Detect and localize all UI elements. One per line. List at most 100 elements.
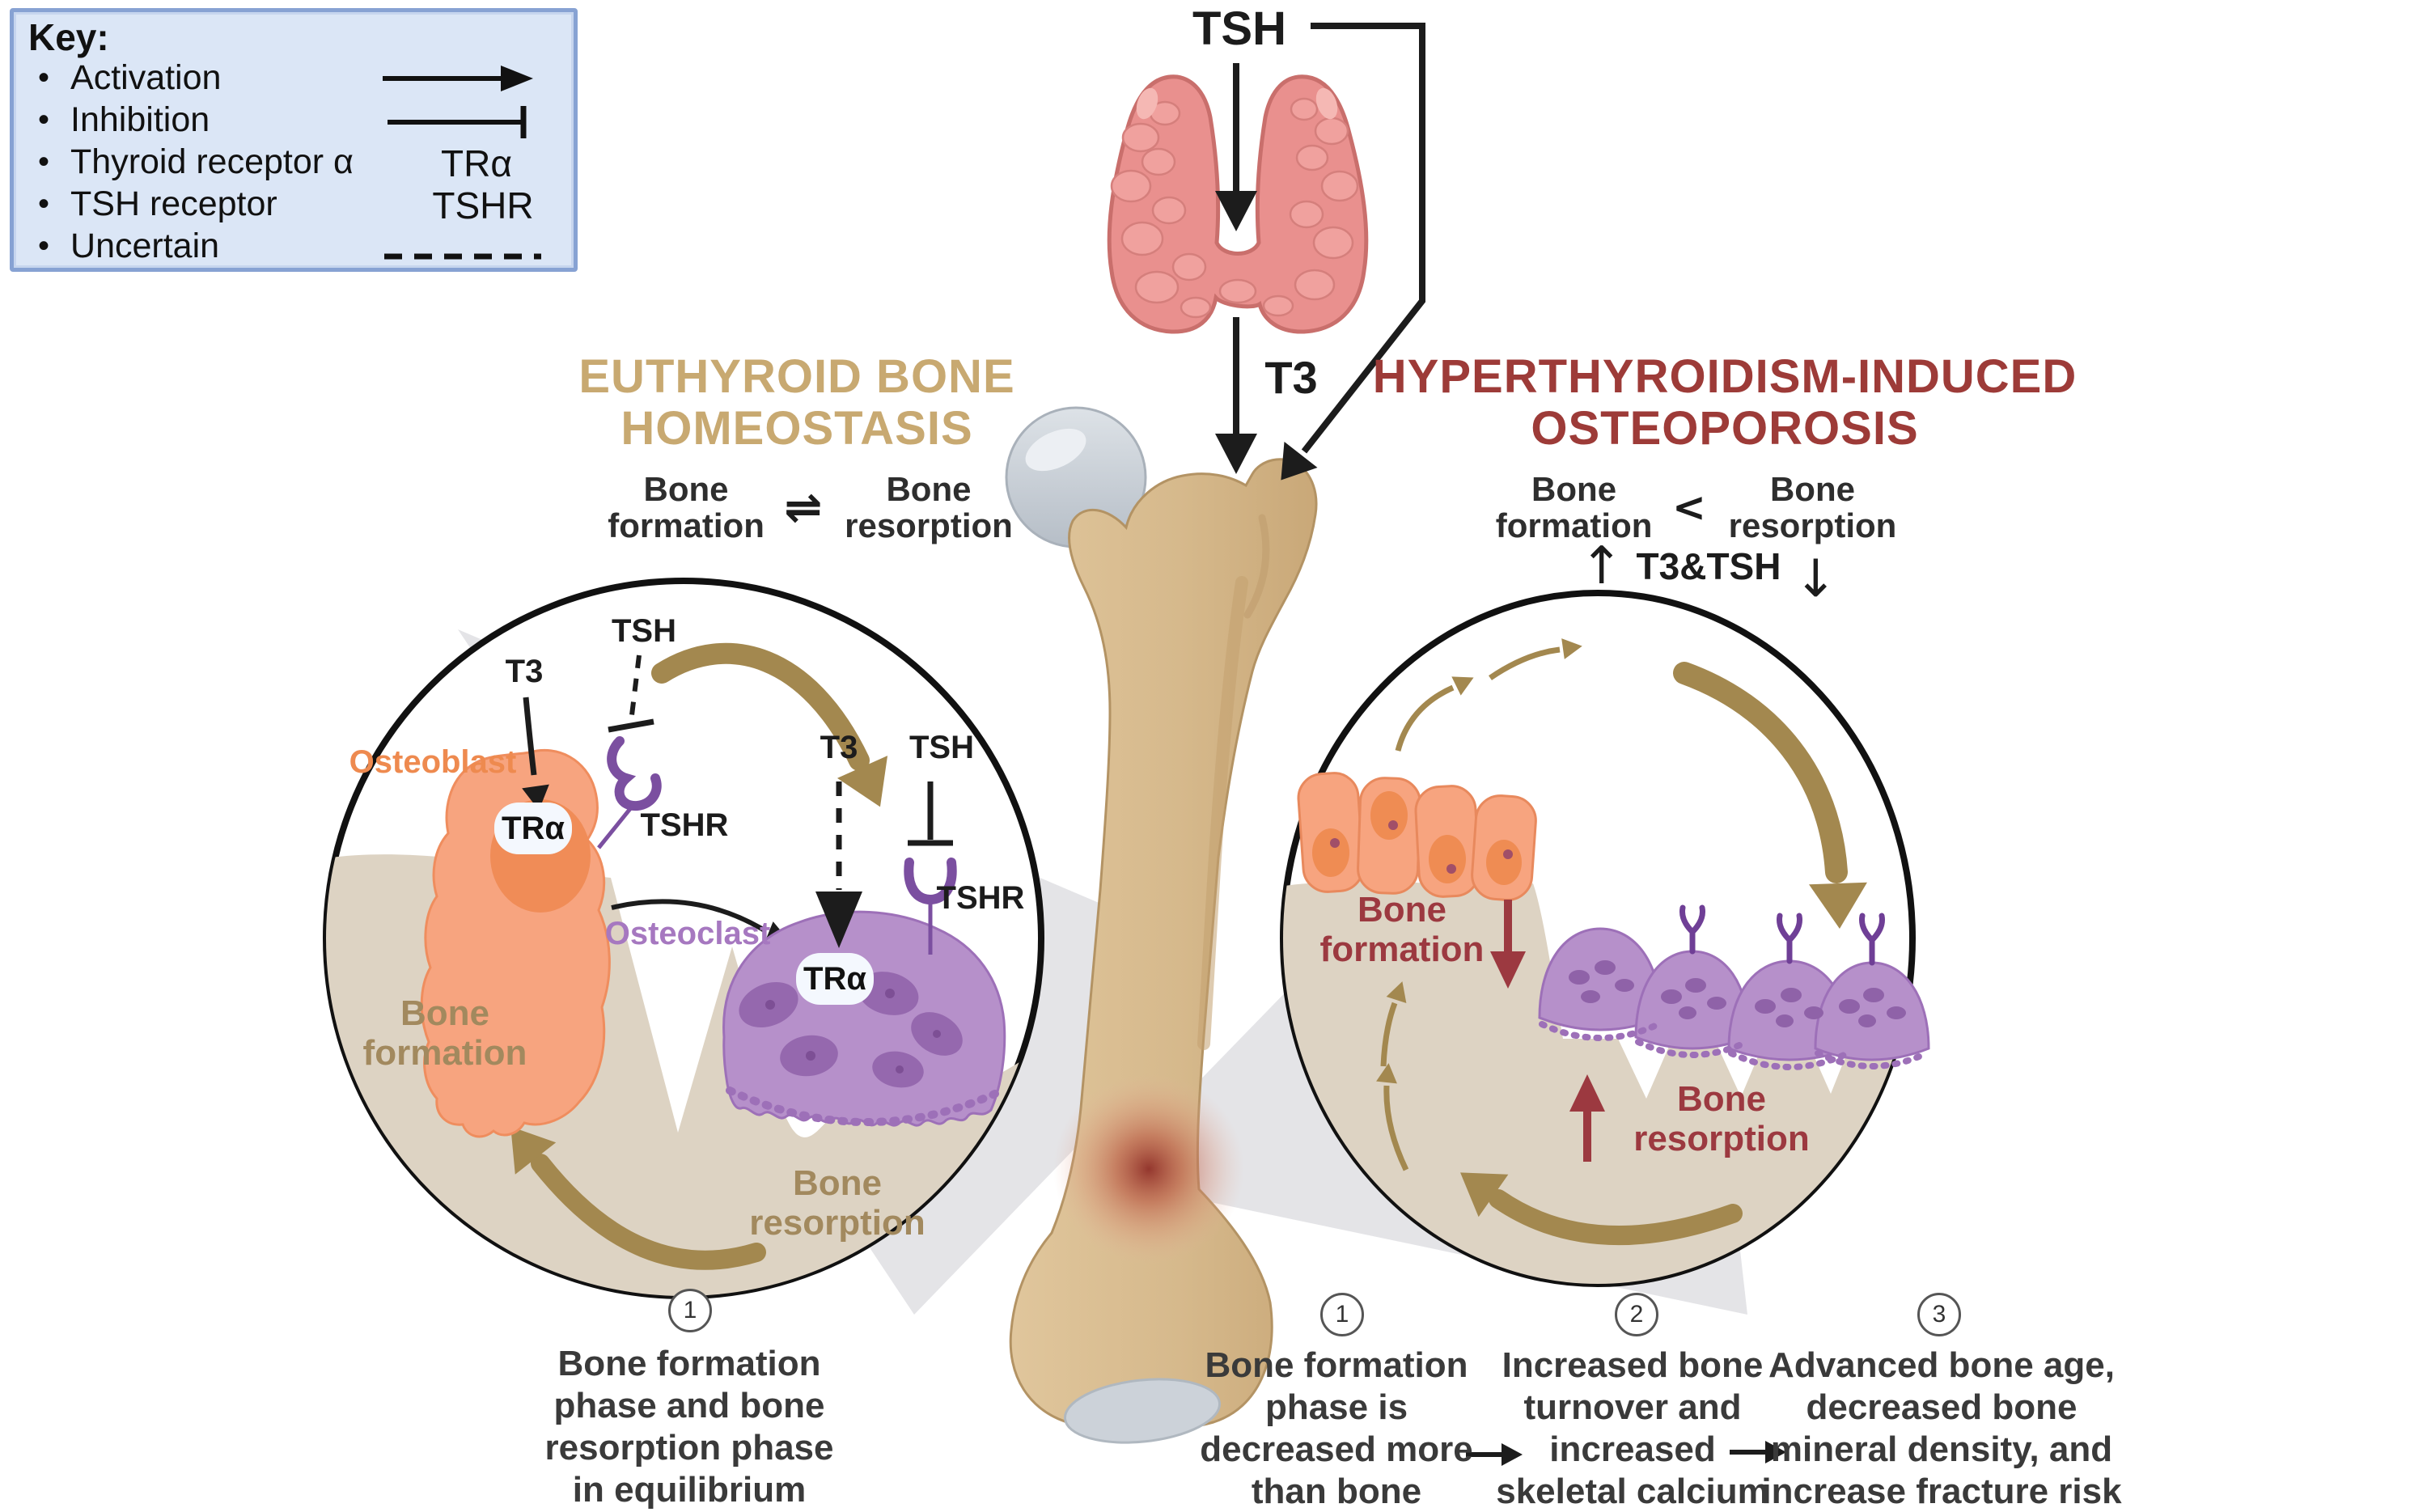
bullet-icon: • bbox=[38, 143, 50, 180]
condyle-cartilage bbox=[1063, 1378, 1222, 1444]
legend-title: Key: bbox=[28, 16, 109, 58]
bullet-icon: • bbox=[38, 185, 50, 222]
decrease-arrow-icon bbox=[1490, 900, 1526, 989]
bone-matrix-right bbox=[1283, 881, 1912, 1284]
bottom-cycle-arrowhead bbox=[1460, 1172, 1509, 1218]
tra-osteoclast-bubble: TRα bbox=[796, 953, 874, 1005]
osteoporosis-glow bbox=[1053, 1074, 1244, 1264]
right-title-line2: OSTEOPOROSIS bbox=[1531, 402, 1919, 455]
trochanter-ridge bbox=[1243, 514, 1270, 619]
t3-to-bone-arrow bbox=[1215, 317, 1257, 474]
legend-item-label: TSH receptor bbox=[70, 184, 277, 223]
legend-item-label: Inhibition bbox=[70, 100, 210, 139]
tshr-receptor-icons bbox=[1679, 904, 1885, 966]
tsh-osteoblast-label: TSH bbox=[612, 613, 676, 649]
bone-formation-label: Bone formation bbox=[1319, 890, 1485, 970]
tsh-osteoblast-inhibition-bar bbox=[608, 718, 654, 733]
formation-to-resorption-arrowhead bbox=[837, 756, 888, 807]
femur-shading bbox=[1197, 576, 1248, 1050]
equation-right-term: Bone resorption bbox=[845, 470, 1013, 545]
step-text: Advanced bone age, decreased bone minera… bbox=[1761, 1345, 2122, 1511]
formation-to-resorption-arrow bbox=[651, 642, 870, 771]
legend-item-tsh-receptor: • TSH receptor bbox=[38, 182, 277, 226]
step-number: 2 bbox=[1615, 1293, 1658, 1336]
down-arrow-icon: ↓ bbox=[1794, 549, 1838, 609]
osteoclast-label: Osteoclast bbox=[604, 916, 771, 951]
slowed-cycle-arrowheads bbox=[1376, 638, 1582, 1084]
bone-resorption-label: Bone resorption bbox=[1633, 1079, 1810, 1159]
right-equation: Bone formation < Bone resorption bbox=[1487, 471, 1908, 544]
step-connector-arrows bbox=[1466, 1441, 1786, 1466]
legend-item-inhibition: • Inhibition bbox=[38, 98, 210, 142]
step-text: Bone formation phase and bone resorption… bbox=[544, 1344, 834, 1510]
osteoclast-fringe bbox=[726, 1086, 999, 1127]
osteoclast-row bbox=[1538, 904, 1930, 1070]
bone-formation-label: Bone formation bbox=[362, 993, 527, 1074]
resorption-to-formation-arrowhead bbox=[510, 1126, 557, 1175]
tsh-into-thyroid-arrow bbox=[1215, 63, 1257, 231]
femur-illustration bbox=[1005, 406, 1318, 1444]
bone-resorption-label: Bone resorption bbox=[749, 1163, 925, 1243]
left-title-line1: EUTHYROID BONE bbox=[578, 350, 1015, 403]
hormone-change-row: ↑ T3&TSH ↓ bbox=[1579, 536, 1837, 605]
less-than-operator: < bbox=[1672, 484, 1706, 532]
inhibition-bar-icon bbox=[388, 106, 527, 138]
up-arrow-icon: ↑ bbox=[1579, 536, 1624, 596]
equation-right-term: Bone resorption bbox=[1728, 470, 1897, 545]
legend-item-activation: • Activation bbox=[38, 56, 221, 100]
resorption-to-formation-arrow bbox=[531, 1154, 766, 1270]
bottom-cycle-arrow bbox=[1489, 1189, 1743, 1246]
equation-left-term: Bone formation bbox=[608, 470, 765, 545]
step-text: Bone formation phase is decreased more t… bbox=[1200, 1345, 1473, 1511]
tsh-osteoclast-label: TSH bbox=[909, 730, 974, 765]
step-number: 1 bbox=[668, 1289, 712, 1332]
t3-osteoblast-arrow bbox=[523, 697, 537, 776]
legend-item-uncertain: • Uncertain bbox=[38, 224, 219, 268]
increased-turnover-arrowhead bbox=[1809, 882, 1867, 929]
tsh-osteoblast-dashed-line bbox=[629, 654, 642, 716]
tsh-to-bone-elbow-arrow bbox=[1281, 23, 1425, 481]
osteoblast-to-osteoclast-arrow bbox=[611, 899, 766, 933]
left-equation: Bone formation ⇌ Bone resorption bbox=[599, 471, 1024, 544]
bullet-icon: • bbox=[38, 101, 50, 138]
t3-osteoclast-arrowhead bbox=[815, 892, 862, 948]
t3-osteoblast-label: T3 bbox=[505, 654, 544, 689]
t3-osteoblast-arrowhead bbox=[522, 784, 549, 811]
legend-item-thyroid-receptor: • Thyroid receptor α bbox=[38, 140, 354, 184]
slowed-cycle-arrows bbox=[1380, 646, 1561, 1171]
step-text: Increased bone turnover and increased sk… bbox=[1496, 1345, 1769, 1511]
osteoblast-row bbox=[1297, 772, 1537, 901]
dashed-line-icon bbox=[384, 253, 541, 260]
tshr-osteoblast-stem bbox=[597, 804, 634, 849]
arrow-right-icon bbox=[1466, 1443, 1523, 1466]
equation-left-term: Bone formation bbox=[1495, 470, 1653, 545]
activation-arrow-icon bbox=[383, 66, 533, 91]
legend-item-label: Uncertain bbox=[70, 226, 220, 265]
left-title-line2: HOMEOSTASIS bbox=[621, 402, 973, 455]
hyperthyroid-circle bbox=[1280, 590, 1930, 1287]
osteoblast-label: Osteoblast bbox=[349, 744, 517, 780]
femoral-head-highlight bbox=[1025, 428, 1086, 472]
legend: Key: • Activation • Inhibition • Thyroid… bbox=[10, 8, 578, 272]
tshr-osteoblast-label: TSHR bbox=[640, 807, 729, 843]
thyroid-illustration bbox=[1107, 74, 1369, 334]
t3-label: T3 bbox=[1264, 352, 1318, 403]
increased-turnover-arrow bbox=[1673, 662, 1848, 883]
euthyroid-circle bbox=[323, 578, 1044, 1299]
right-title-line1: HYPERTHYROIDISM-INDUCED bbox=[1372, 350, 2078, 403]
t3-osteoclast-label: T3 bbox=[820, 730, 858, 765]
tshr-osteoblast-receptor-icon bbox=[607, 736, 662, 811]
tshr-osteoclast-label: TSHR bbox=[936, 880, 1025, 916]
bullet-icon: • bbox=[38, 227, 50, 264]
increase-arrow-icon bbox=[1569, 1074, 1605, 1162]
tsh-label: TSH bbox=[1192, 2, 1286, 55]
tshr-abbrev: TSHR bbox=[432, 184, 534, 227]
bullet-icon: • bbox=[38, 59, 50, 95]
osteoclast-nucleoli bbox=[765, 989, 941, 1074]
tra-osteoblast-bubble: TRα bbox=[494, 803, 572, 854]
step-number: 3 bbox=[1917, 1293, 1961, 1336]
hormone-change-label: T3&TSH bbox=[1636, 545, 1781, 587]
arrow-right-icon bbox=[1730, 1441, 1786, 1463]
